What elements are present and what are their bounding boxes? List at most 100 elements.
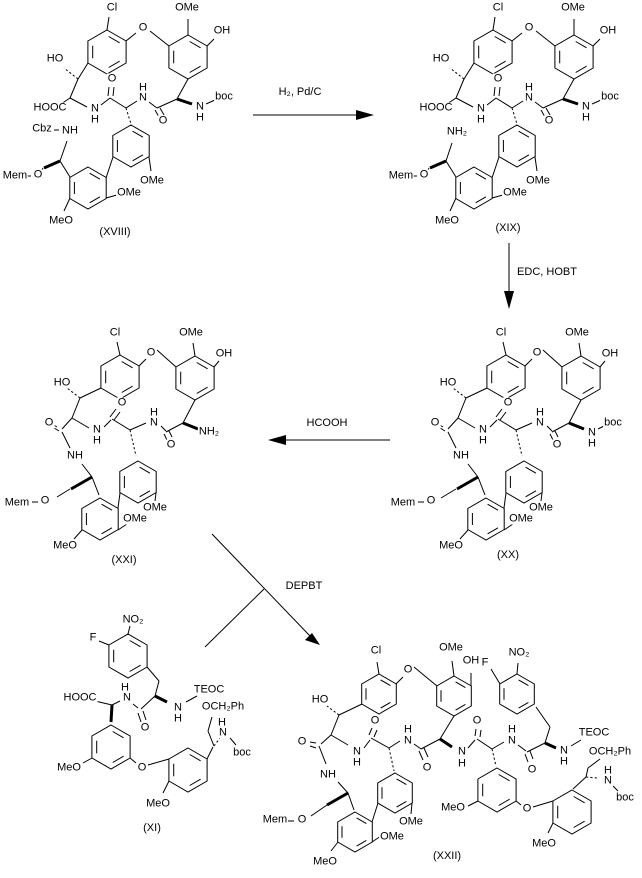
atom-label: H [507, 723, 517, 736]
atom-label: N [90, 102, 100, 115]
atom-label: H [581, 111, 591, 124]
atom-label: N [173, 701, 183, 714]
atom-label: O [145, 346, 157, 359]
atom-label: O [521, 802, 533, 815]
atom-label: H [120, 681, 130, 694]
atom-label: OMe [142, 501, 168, 514]
atom-label: HO [52, 376, 72, 389]
structure-xix-bonds [412, 16, 602, 212]
atom-label: MeO [145, 797, 171, 810]
atom-label: MeO [440, 801, 466, 814]
atom-label: H [559, 755, 569, 768]
atom-label: O [402, 663, 414, 676]
atom-label: OMe [379, 830, 405, 843]
compound-caption-xx: (XX) [497, 549, 519, 561]
atom-label: O [136, 761, 148, 774]
atom-label: O [116, 396, 128, 409]
atom-label: Mem [389, 496, 417, 509]
atom-label: H [524, 81, 534, 94]
atom-label: N [478, 423, 488, 436]
atom-label: Cl [369, 644, 383, 657]
atom-label: HOOC [32, 101, 68, 114]
atom-label: O [43, 416, 55, 429]
atom-label: O [165, 438, 177, 451]
compound-caption-xxii: (XXII) [432, 850, 462, 862]
atom-label: H [478, 434, 488, 447]
atom-label: O [551, 438, 563, 451]
atom-label: OMe [502, 186, 528, 199]
atom-label: N [524, 91, 534, 104]
atom-label: O [543, 114, 555, 127]
atom-label: H [92, 434, 102, 447]
atom-label: MeO [531, 837, 557, 850]
atom-label: TEOC [192, 683, 226, 696]
atom-label: OMe [116, 186, 142, 199]
atom-label: N [507, 734, 517, 747]
atom-label: H [535, 406, 545, 419]
reagent-label-depbt: DEPBT [285, 580, 323, 592]
atom-label: OMe [528, 501, 554, 514]
atom-label: H [352, 756, 362, 769]
atom-label: MeO [434, 214, 460, 227]
atom-label: Mem [3, 496, 31, 509]
atom-label: OH [214, 347, 234, 360]
atom-label: NH₂ [445, 125, 469, 138]
atom-label: MeO [52, 539, 78, 552]
atom-label: boc [232, 746, 252, 759]
atom-label: O [32, 168, 44, 181]
compound-caption-xviii: (XVIII) [99, 226, 131, 238]
atom-label: O [429, 416, 441, 429]
atom-label: N [352, 745, 362, 758]
atom-label: Cbz [31, 122, 53, 135]
atom-label: OMe [564, 326, 590, 339]
reaction-arrow-edc-hobt [504, 243, 514, 309]
atom-label: O [106, 72, 118, 85]
atom-label: Cl [108, 326, 122, 339]
atom-label: OMe [525, 174, 551, 187]
atom-label: N [195, 100, 205, 113]
atom-label: OMe [398, 815, 424, 828]
atom-label: O [157, 114, 169, 127]
atom-label: OMe [139, 174, 165, 187]
atom-label: N [457, 745, 467, 758]
atom-label: NH [66, 449, 84, 462]
atom-label: H [457, 757, 467, 770]
atom-label: OH [600, 347, 620, 360]
atom-label: NH₂ [197, 425, 221, 438]
reagent-label-edc-hobt: EDC, HOBT [517, 266, 577, 278]
atom-label: NH [319, 768, 337, 781]
atom-label: TEOC [577, 726, 611, 739]
atom-label: H [173, 712, 183, 725]
atom-label: O [296, 813, 308, 826]
atom-label: O [421, 761, 433, 774]
atom-label: O [418, 168, 430, 181]
atom-label: O [531, 346, 543, 359]
atom-label: OMe [178, 326, 204, 339]
atom-label: H [217, 716, 227, 729]
atom-label: OCH₂Ph [587, 745, 633, 758]
atom-label: N [149, 416, 159, 429]
atom-label: MeO [312, 855, 338, 868]
atom-label: N [587, 426, 597, 439]
reaction-arrow-depbt [204, 533, 320, 648]
atom-label: F [88, 631, 98, 644]
atom-label: N [122, 691, 132, 704]
structure-xxii-bonds [288, 660, 619, 853]
atom-label: O [296, 735, 308, 748]
atom-label: N [535, 416, 545, 429]
atom-label: N [476, 102, 486, 115]
atom-label: OMe [174, 1, 200, 14]
structure-xxi-bonds [32, 341, 220, 541]
atom-label: boc [214, 90, 234, 103]
atom-label: O [492, 72, 504, 85]
atom-label: OMe [560, 1, 586, 14]
atom-label: OH [461, 654, 481, 667]
atom-label: OCH₂Ph [200, 700, 246, 713]
atom-label: Mem [1, 169, 29, 182]
reaction-arrow-h2-pdc [253, 110, 374, 120]
atom-label: OH [212, 24, 232, 37]
atom-label: N [138, 91, 148, 104]
atom-label: boc [603, 416, 623, 429]
